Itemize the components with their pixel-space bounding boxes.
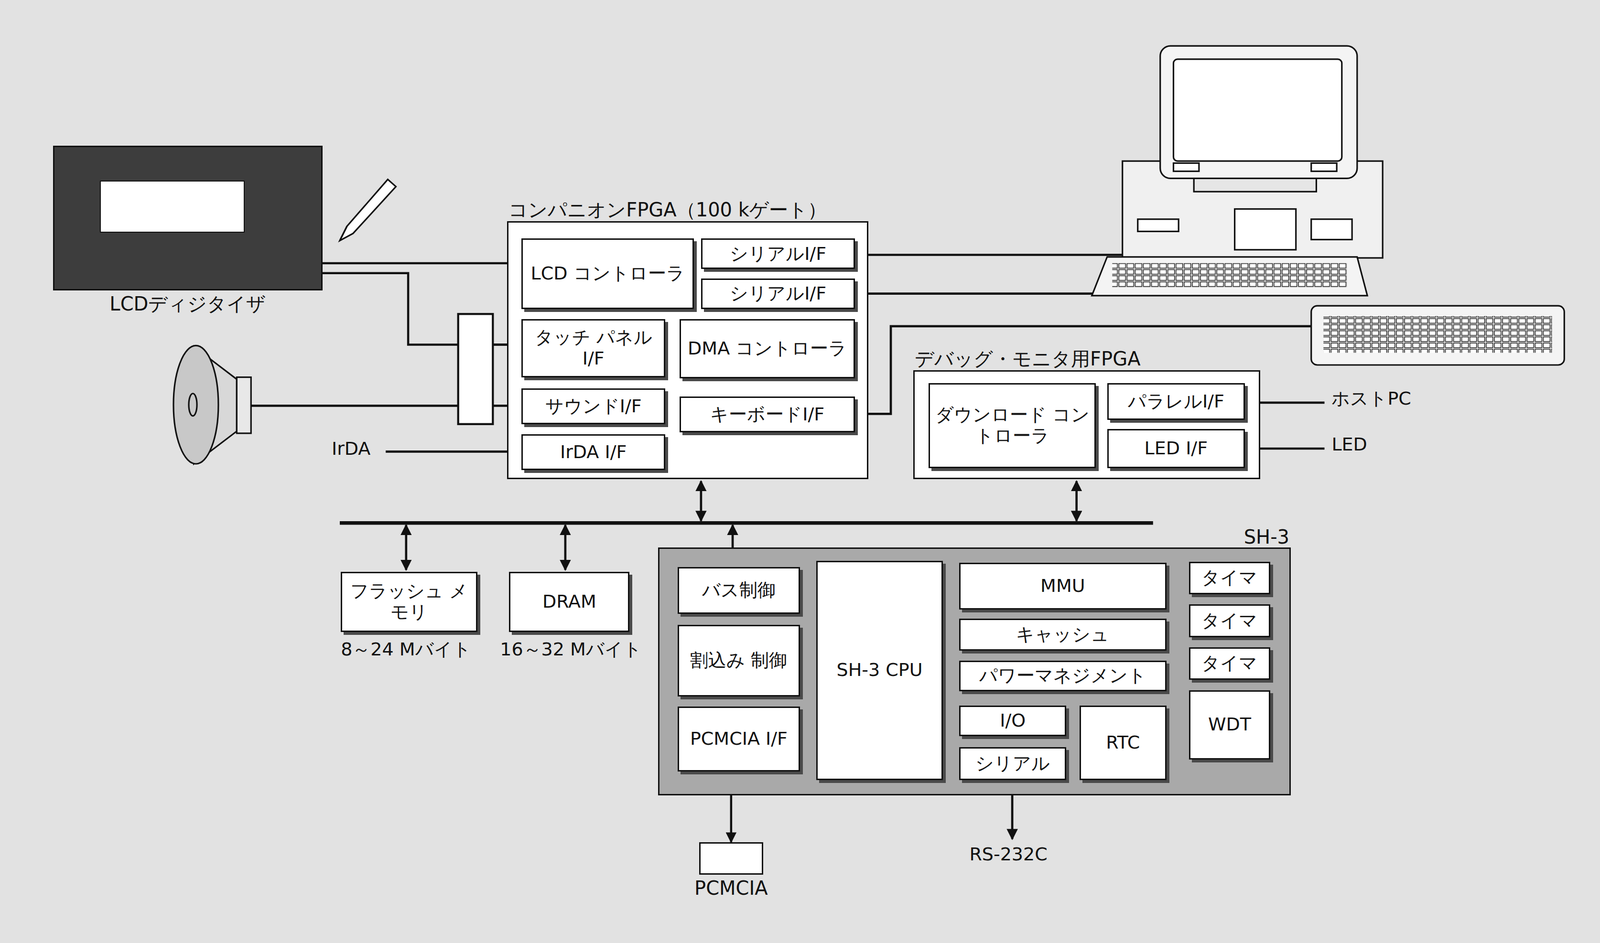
signal-label: IrDA <box>331 438 371 460</box>
box-label: PCMCIA I/F <box>687 728 791 750</box>
signal-label: ホストPC <box>1331 388 1411 410</box>
component-box: タイマ <box>1189 562 1271 595</box>
component-box: LED I/F <box>1107 429 1245 468</box>
component-box: タイマ <box>1189 647 1271 681</box>
component-box: RTC <box>1079 705 1167 781</box>
box-label: シリアルI/F <box>726 283 830 305</box>
box-label: シリアルI/F <box>726 243 830 265</box>
box-label: 割込み 制御 <box>687 650 790 672</box>
box-label: タイマ <box>1198 653 1261 675</box>
pen-icon <box>339 179 396 241</box>
box-heading: PCMCIA <box>694 877 768 900</box>
group-box: PCMCIA <box>699 842 764 876</box>
pc-icon <box>1091 45 1384 296</box>
component-box: LCD コントローラ <box>521 238 694 309</box>
box-heading: デバッグ・モニタ用FPGA <box>914 347 1141 370</box>
group-box: LCD コントローラシリアルI/FシリアルI/Fタッチ パネルI/FDMA コン… <box>507 221 869 480</box>
system-bus <box>339 521 1154 525</box>
signal-label: RS-232C <box>969 844 1048 866</box>
box-label: タイマ <box>1198 610 1261 632</box>
box-label: パラレルI/F <box>1124 391 1228 413</box>
box-label: サウンドI/F <box>542 396 645 418</box>
box-heading: コンパニオンFPGA（100 kゲート） <box>508 198 827 221</box>
component-box: PCMCIA I/F <box>677 706 800 773</box>
box-label: WDT <box>1205 714 1255 736</box>
box-label: フラッシュ メモリ <box>342 581 476 623</box>
box-label: DRAM <box>539 591 600 613</box>
signal-label: LED <box>1331 434 1367 456</box>
component-box: フラッシュ メモリ <box>340 572 478 633</box>
box-label: キーボードI/F <box>707 404 828 426</box>
component-box: WDT <box>1189 690 1271 760</box>
box-label: DMA コントローラ <box>684 338 850 360</box>
box-heading: SH-3 <box>1243 526 1290 549</box>
box-label: I/O <box>996 710 1029 732</box>
component-box: I/O <box>959 705 1067 737</box>
box-label: キャッシュ <box>1013 624 1113 646</box>
lcd-screen <box>99 180 245 233</box>
box-heading: LCDディジタイザ <box>109 292 266 315</box>
box-label: MMU <box>1037 575 1088 597</box>
box-label: IrDA I/F <box>557 442 630 464</box>
box-label: SH-3 CPU <box>833 659 926 682</box>
signal-label: 8～24 Mバイト <box>340 639 471 661</box>
signal-label: 16～32 Mバイト <box>499 639 642 661</box>
component-box: IrDA I/F <box>521 434 666 471</box>
box-label: タイマ <box>1198 567 1261 589</box>
box-label: シリアル <box>972 753 1053 775</box>
group-box: ダウンロード コントローラパラレルI/FLED I/Fデバッグ・モニタ用FPGA <box>913 370 1261 480</box>
keyboard-icon <box>1311 305 1565 366</box>
mux-box <box>458 313 494 424</box>
component-box: SH-3 CPU <box>816 561 943 781</box>
component-box: パラレルI/F <box>1107 383 1245 421</box>
component-box: バス制御 <box>677 567 800 615</box>
speaker-icon <box>173 345 251 465</box>
component-box: シリアル <box>959 747 1067 780</box>
component-box: DMA コントローラ <box>679 319 855 379</box>
component-box: タッチ パネルI/F <box>521 319 666 378</box>
group-box: バス制御割込み 制御 PCMCIA I/F SH-3 CPU MMU キャッシュパワーマ… <box>658 547 1291 796</box>
component-box: ダウンロード コントローラ <box>928 383 1096 468</box>
component-box: シリアルI/F <box>701 278 855 310</box>
box-label: タッチ パネルI/F <box>522 327 664 369</box>
box-label: LED I/F <box>1141 438 1211 460</box>
box-label: バス制御 <box>699 580 779 602</box>
box-label: LCD コントローラ <box>527 263 688 285</box>
connector <box>322 262 522 265</box>
component-box: 割込み 制御 <box>677 625 800 697</box>
box-label: RTC <box>1102 732 1143 754</box>
component-box: DRAM <box>508 572 630 633</box>
group-box: LCDディジタイザ <box>53 145 323 291</box>
component-box: タイマ <box>1189 604 1271 638</box>
component-box: キーボードI/F <box>679 396 855 433</box>
component-box: シリアルI/F <box>701 238 855 270</box>
component-box: MMU <box>959 562 1167 610</box>
component-box: キャッシュ <box>959 618 1167 651</box>
component-box: サウンドI/F <box>521 388 666 425</box>
box-label: パワーマネジメント <box>976 665 1150 687</box>
box-label: ダウンロード コントローラ <box>929 404 1095 447</box>
component-box: パワーマネジメント <box>959 660 1167 692</box>
